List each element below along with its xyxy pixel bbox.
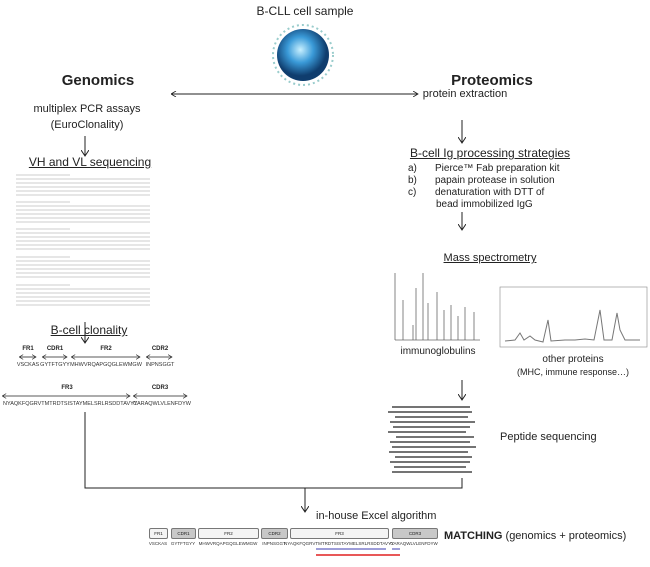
region-arrows-row1 xyxy=(3,357,187,396)
matching-label: MATCHING (genomics + proteomics) xyxy=(444,530,626,542)
clonality-step: B-cell clonality xyxy=(50,323,128,337)
list-marker: c) xyxy=(408,187,417,198)
matching-rest: (genomics + proteomics) xyxy=(502,530,627,542)
extraction-step: protein extraction xyxy=(422,88,508,100)
match-box-cdr2: CDR2 xyxy=(261,528,288,539)
other-proteins-label: other proteins xyxy=(542,354,604,365)
match-seq: NYAQKFQGRVTMTRDTSISTAYMELSRLRSDDTAVYY xyxy=(283,541,395,546)
sequencing-step: VH and VL sequencing xyxy=(28,155,152,169)
cell-icon xyxy=(272,24,334,86)
strategy-item: denaturation with DTT of xyxy=(435,187,545,198)
strategy-item: Pierce™ Fab preparation kit xyxy=(435,163,560,174)
mass-spec-step: Mass spectrometry xyxy=(443,252,537,264)
peptide-step: Peptide sequencing xyxy=(500,431,597,443)
peptide-lines xyxy=(388,406,476,473)
immunoglobulins-label: immunoglobulins xyxy=(400,346,476,357)
region-label: CDR1 xyxy=(46,346,64,352)
strategy-item: papain protease in solution xyxy=(435,175,555,186)
genomics-heading: Genomics xyxy=(61,72,135,89)
region-label: CDR3 xyxy=(151,385,169,391)
match-box-fr1: FR1 xyxy=(149,528,168,539)
spectrum-other-proteins xyxy=(499,286,648,348)
region-label: FR2 xyxy=(100,346,112,352)
region-label: CDR2 xyxy=(151,346,169,352)
algorithm-label: in-house Excel algorithm xyxy=(316,510,437,522)
pcr-step: multiplex PCR assays xyxy=(33,103,141,115)
match-box-cdr1: CDR1 xyxy=(171,528,196,539)
list-marker: b) xyxy=(408,175,417,186)
match-seq: INPNSGGT xyxy=(262,541,286,546)
spectrum-immunoglobulins xyxy=(394,273,480,341)
region-seq: GYTFTGYY xyxy=(40,362,70,368)
strategy-item-cont: bead immobilized IgG xyxy=(436,199,533,210)
region-seq: CARAQWLVLENFDYW xyxy=(133,401,191,407)
region-seq: INPNSGGT xyxy=(145,362,175,368)
region-label: FR3 xyxy=(61,385,73,391)
match-seq: MHWVRQAPGQGLEWMGW xyxy=(198,541,258,546)
match-box-cdr3: CDR3 xyxy=(392,528,438,539)
list-marker: a) xyxy=(408,163,417,174)
other-proteins-sub: (MHC, immune response…) xyxy=(516,367,630,377)
region-seq: VSCKAS xyxy=(16,362,40,368)
region-seq: NYAQKFQGRVTMTRDTSISTAYMELSRLRSDDTAVYY xyxy=(3,401,138,407)
matching-bold: MATCHING xyxy=(444,530,503,542)
match-seq: CARAQWLVLENFDYW xyxy=(390,541,438,546)
match-seq: VSCKAS xyxy=(148,541,168,546)
region-seq: MHWVRQAPGQGLEWMGW xyxy=(70,362,142,368)
region-label: FR1 xyxy=(22,346,34,352)
pcr-step-sub: (EuroClonality) xyxy=(50,119,124,131)
match-seq: GYTFTGYY xyxy=(170,541,196,546)
processing-step: B-cell Ig processing strategies xyxy=(409,146,571,160)
sample-title: B-CLL cell sample xyxy=(256,4,354,18)
alignment-image xyxy=(15,174,151,306)
match-underlines xyxy=(316,548,400,556)
match-box-fr2: FR2 xyxy=(198,528,259,539)
match-box-fr3: FR3 xyxy=(290,528,389,539)
proteomics-heading: Proteomics xyxy=(451,72,533,89)
